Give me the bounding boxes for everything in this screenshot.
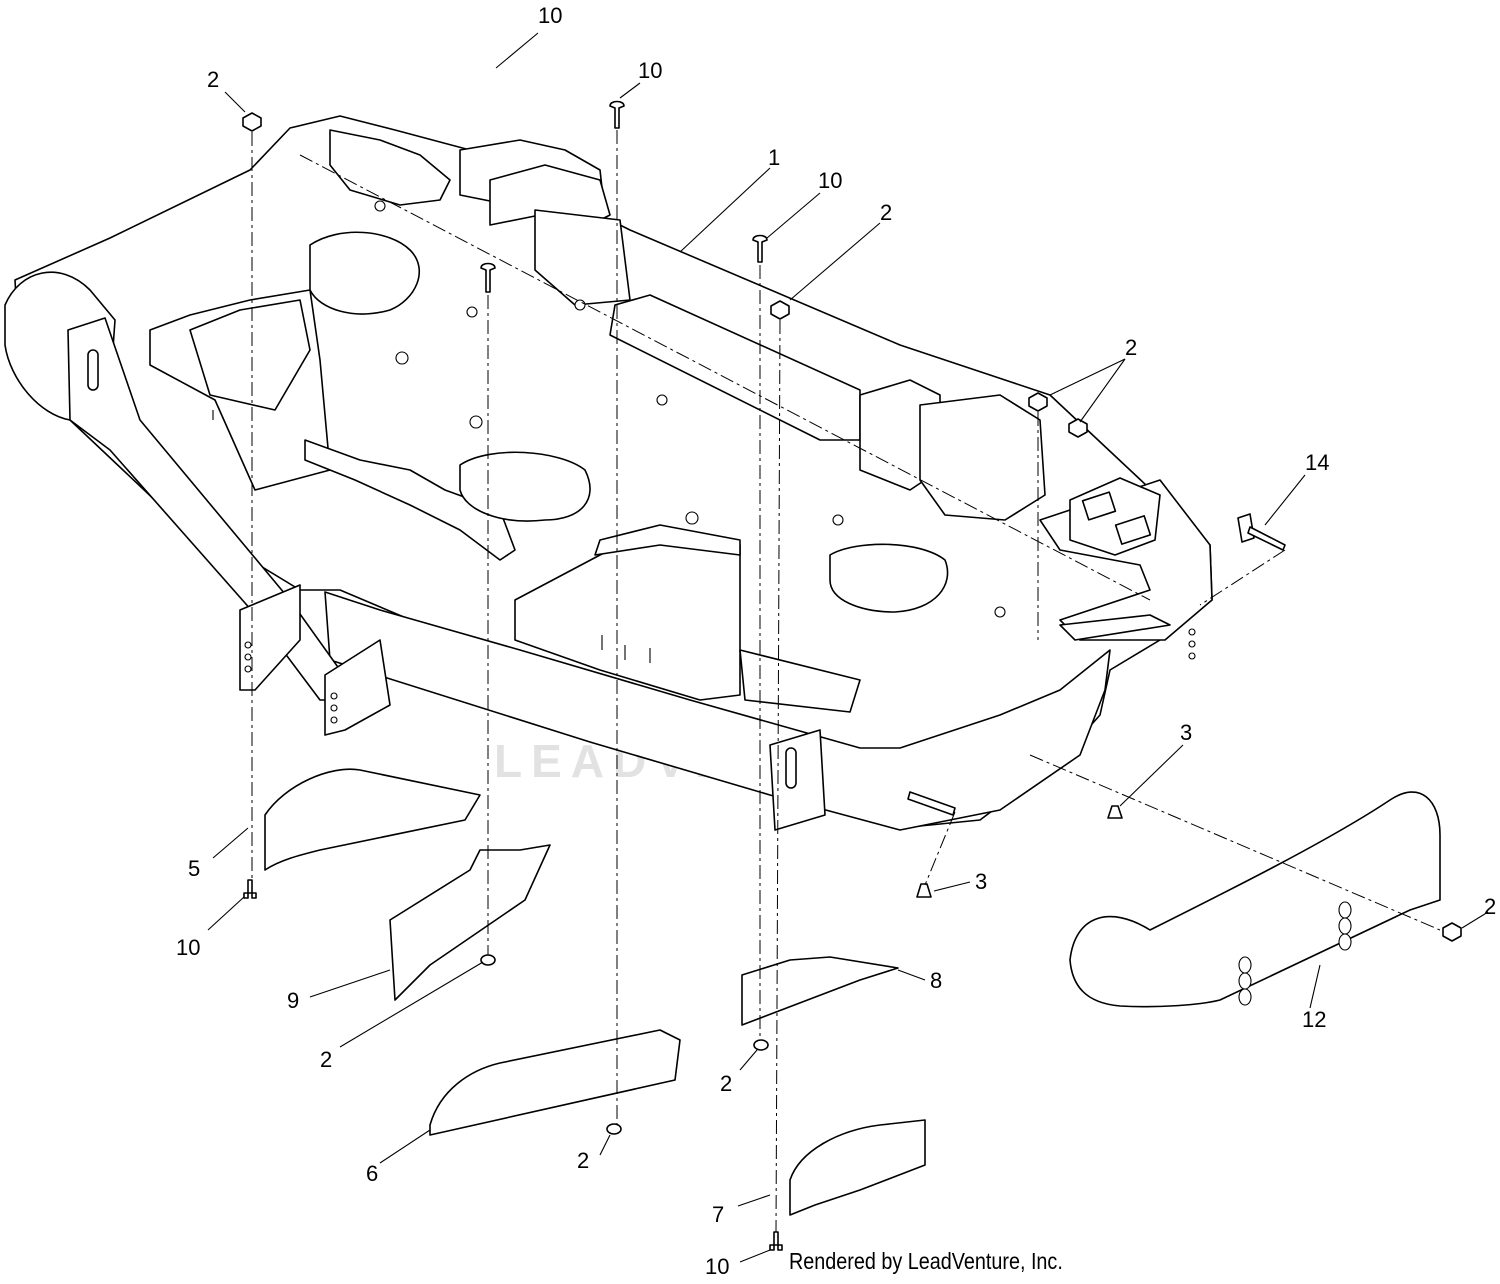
bolt-icon	[1107, 805, 1123, 819]
nut-icon	[1068, 418, 1088, 438]
part-9-baffle	[389, 844, 551, 1001]
callout-3: 3	[975, 869, 987, 894]
bolt-icon	[609, 100, 625, 129]
callout-10: 10	[538, 3, 562, 28]
hardware	[242, 100, 1462, 1251]
part-5-baffle	[264, 768, 481, 871]
bolt-icon	[480, 262, 496, 293]
part-12-bumper	[1069, 791, 1441, 1008]
bolt-icon	[243, 879, 257, 899]
part-6-baffle	[429, 1029, 681, 1136]
leader-lines	[207, 32, 1489, 1263]
pin-icon	[907, 791, 956, 816]
callout-10: 10	[705, 1254, 729, 1279]
nut-icon	[480, 954, 496, 966]
callout-9: 9	[287, 988, 299, 1013]
callout-12: 12	[1302, 1007, 1326, 1032]
part-8-baffle	[741, 956, 899, 1026]
bolt-icon	[752, 234, 768, 263]
bolt-icon	[769, 1231, 783, 1251]
callout-10: 10	[176, 935, 200, 960]
callout-2: 2	[207, 67, 219, 92]
assembly-lines	[251, 130, 1441, 1233]
callout-10: 10	[818, 168, 842, 193]
callout-6: 6	[366, 1161, 378, 1186]
mower-deck	[4, 115, 1213, 831]
part-7-baffle	[789, 1119, 926, 1216]
callout-2: 2	[320, 1047, 332, 1072]
nut-icon	[753, 1039, 769, 1051]
callout-2: 2	[1125, 335, 1137, 360]
callout-3: 3	[1180, 720, 1192, 745]
bolt-icon	[916, 883, 932, 898]
callout-14: 14	[1305, 450, 1329, 475]
callout-2: 2	[577, 1148, 589, 1173]
loose-parts	[264, 768, 1441, 1216]
callout-1: 1	[768, 145, 780, 170]
nut-icon	[1442, 922, 1462, 942]
footer-credit: Rendered by LeadVenture, Inc.	[789, 1248, 1063, 1274]
callout-7: 7	[712, 1202, 724, 1227]
callout-2: 2	[880, 200, 892, 225]
nut-icon	[770, 300, 790, 320]
callout-2: 2	[720, 1071, 732, 1096]
callout-8: 8	[930, 968, 942, 993]
pin-icon	[1237, 513, 1255, 543]
callout-10: 10	[638, 58, 662, 83]
callout-5: 5	[188, 856, 200, 881]
nut-icon	[606, 1123, 622, 1135]
pin-icon	[1247, 526, 1286, 551]
nut-icon	[242, 112, 262, 132]
callout-2: 2	[1484, 894, 1496, 919]
nut-icon	[1028, 392, 1048, 412]
callouts: 2 10 10 1 10 2 2 14 3 3 2 12 8 5 10 9 2 …	[176, 3, 1496, 1279]
